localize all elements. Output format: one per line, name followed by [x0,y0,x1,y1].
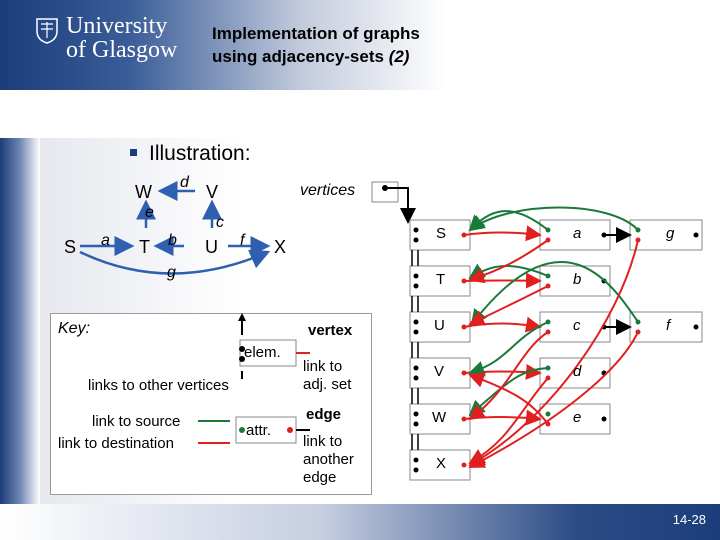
edge-label-e: e [145,204,154,221]
vertex-U: U [205,237,218,257]
title-line-1: Implementation of graphs [212,24,420,43]
vertex-cell-T: T [436,271,446,288]
footer-band [0,504,720,540]
vertex-S: S [64,237,77,257]
edge-cell-a: a [573,225,582,242]
key-link-edge: link to another edge [303,433,354,486]
vertex-W: W [135,182,152,202]
edge-label-b: b [168,232,177,249]
edge-cell-c: c [573,317,581,334]
title-line-2: using adjacency-sets (2) [212,47,410,66]
vertex-X: X [274,237,287,257]
university-logo-text: University of Glasgow [66,14,177,62]
vertex-V: V [206,182,219,202]
edge-cell-b: b [573,271,582,288]
slide-title: Implementation of graphs using adjacency… [212,22,512,68]
edge-label-a: a [101,232,110,249]
key-symbols [198,313,310,444]
graph-drawing [79,181,271,275]
logo-line-1: University [66,13,168,39]
header-band [0,0,720,90]
vertex-cell-V: V [434,363,445,380]
edge-g [79,249,271,275]
vertex-cells [409,219,471,481]
edge-label-d: d [180,174,189,191]
adjacency-structure [371,181,703,481]
left-gradient-panel [0,138,40,540]
edge-label-c: c [216,214,224,231]
crest-logo [36,18,58,44]
edge-label-f: f [240,232,245,249]
edge-cell-f: f [666,317,671,334]
vertex-cell-U: U [434,317,445,334]
key-link-dest: link to destination [58,435,174,452]
key-elem: elem. [244,344,281,361]
vertex-T: T [139,237,150,257]
edge-label-g: g [167,264,176,281]
vertex-cell-X: X [436,455,447,472]
bullet-square-icon [130,148,137,156]
key-link-source: link to source [92,413,181,430]
logo-line-2: of Glasgow [66,37,178,63]
key-title: Key: [58,320,91,337]
slide-number: 14-28 [672,512,706,527]
key-vertex: vertex [308,322,353,339]
key-panel [50,313,372,495]
edge-cell-e: e [573,409,582,426]
vertex-cell-W: W [432,409,447,426]
key-link-adj: link to adj. set [303,358,352,393]
vertices-label: vertices [300,182,356,199]
edge-cell-d: d [573,363,582,380]
bullet-illustration: Illustration: [130,142,251,166]
key-edge: edge [306,406,342,423]
edge-cell-g: g [666,225,675,242]
edge-cells [539,219,703,435]
key-attr: attr. [246,422,272,439]
vertex-cell-S: S [436,225,447,242]
key-links-other: links to other vertices [88,377,229,394]
